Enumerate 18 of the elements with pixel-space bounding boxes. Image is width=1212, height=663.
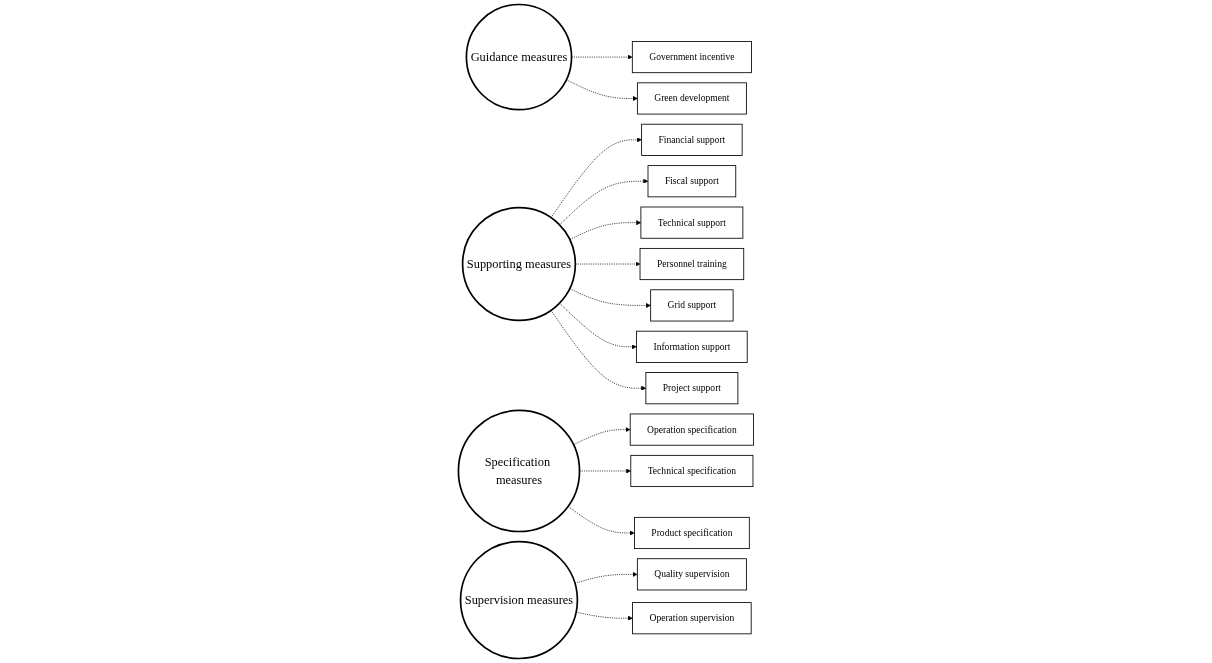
node-box: Information support bbox=[636, 330, 748, 363]
node-box: Operation supervision bbox=[632, 602, 752, 635]
node-box: Technical specification bbox=[630, 454, 754, 488]
node-box: Grid support bbox=[650, 289, 734, 322]
node-box: Government incentive bbox=[631, 41, 752, 74]
node-box: Product specification bbox=[634, 516, 750, 549]
node-circle: Guidance measures bbox=[465, 3, 573, 111]
node-circle: Supervision measures bbox=[459, 540, 579, 660]
node-box: Quality supervision bbox=[636, 558, 747, 591]
node-box: Green development bbox=[636, 82, 747, 115]
node-circle: Specification measures bbox=[457, 409, 581, 533]
node-box: Fiscal support bbox=[647, 165, 737, 198]
node-circle: Supporting measures bbox=[461, 206, 577, 322]
node-box: Personnel training bbox=[639, 248, 745, 281]
node-box: Project support bbox=[645, 372, 739, 405]
node-box: Technical support bbox=[640, 206, 744, 239]
node-box: Operation specification bbox=[629, 413, 754, 446]
node-box: Financial support bbox=[641, 123, 743, 156]
